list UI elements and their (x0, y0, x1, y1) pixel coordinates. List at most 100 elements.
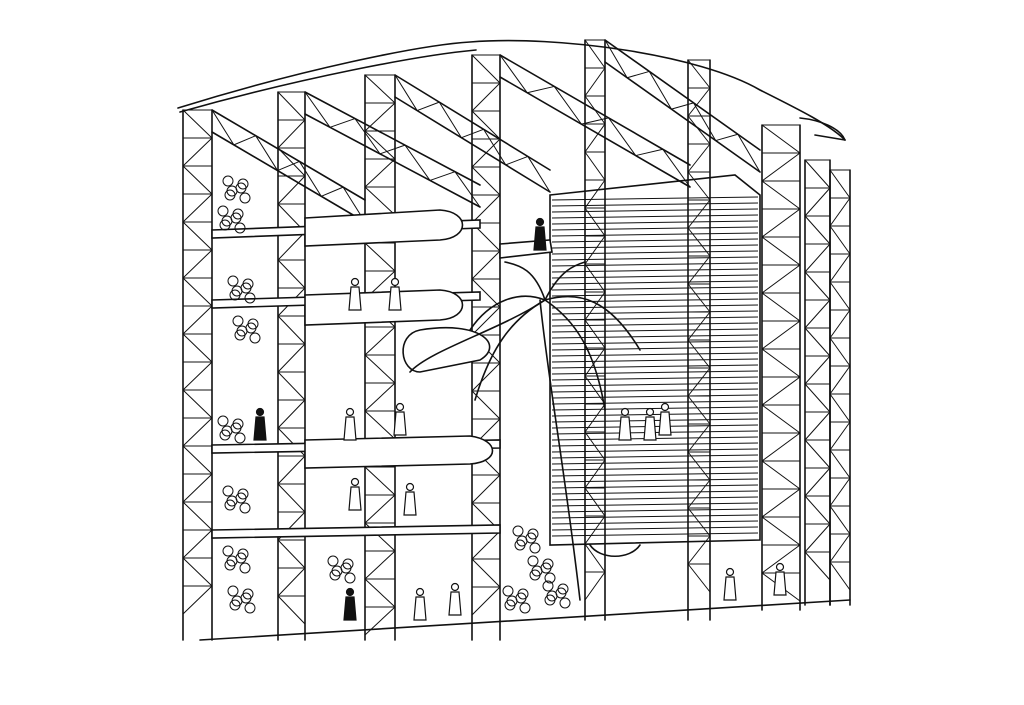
person-figure (348, 477, 362, 511)
truss-column (277, 91, 306, 641)
roof-arch (177, 39, 846, 141)
leaf-clump (546, 590, 558, 602)
louver-line (551, 454, 759, 459)
louver-line (551, 244, 759, 249)
louver-line (551, 532, 759, 537)
louver-line (551, 268, 759, 273)
leaf-clump (221, 425, 233, 437)
person-figure (253, 407, 267, 441)
leaf-clump (527, 555, 539, 567)
louver-line (551, 250, 759, 255)
leaf-clump (242, 588, 254, 600)
leaf-clump (222, 545, 234, 557)
louver-line (551, 196, 759, 201)
leaf-clump (222, 485, 234, 497)
louver-line (551, 238, 759, 243)
leaf-clump (342, 558, 354, 570)
person-figure (448, 582, 462, 616)
louver-line (551, 478, 759, 483)
leaf-clump (529, 569, 541, 581)
louver-line (551, 298, 759, 303)
person-figure (533, 217, 547, 251)
foliage (217, 175, 571, 614)
leaf-clump (517, 588, 529, 600)
leaf-clump (239, 502, 251, 514)
leaf-clump (527, 528, 539, 540)
leaf-clump (230, 422, 242, 434)
leaf-clump (506, 595, 518, 607)
leaf-clump (544, 594, 556, 606)
louver-line (551, 502, 759, 507)
leaf-clump (234, 222, 246, 234)
louver-line (551, 382, 759, 387)
leaf-clump (329, 569, 341, 581)
leaf-clump (559, 597, 571, 609)
louver-line (551, 508, 759, 513)
leaf-clump (525, 532, 537, 544)
person-figure (388, 277, 402, 311)
leaf-clump (540, 562, 552, 574)
leaf-clump (219, 429, 231, 441)
louver-line (551, 496, 759, 501)
leaf-clump (221, 215, 233, 227)
truss-column (687, 59, 711, 621)
louver-line (551, 442, 759, 447)
leaf-clump (504, 599, 516, 611)
person-figure (403, 482, 417, 516)
louver-line (551, 376, 759, 381)
leaf-clump (249, 332, 261, 344)
roof-truss (211, 109, 366, 223)
louver-line (551, 208, 759, 213)
leaf-clump (512, 525, 524, 537)
person-figure (658, 402, 672, 436)
leaf-clump (235, 182, 247, 194)
leaf-clump (232, 418, 244, 430)
louver-line (551, 448, 759, 453)
louver-line (551, 418, 759, 423)
leaf-clump (235, 492, 247, 504)
leaf-clump (224, 189, 236, 201)
louver-line (551, 214, 759, 219)
leaf-clump (234, 432, 246, 444)
louver-line (551, 388, 759, 393)
leaf-clump (327, 555, 339, 567)
leaf-clump (514, 539, 526, 551)
louver-line (551, 292, 759, 297)
leaf-clump (217, 205, 229, 217)
leaf-clump (240, 592, 252, 604)
leaf-clump (224, 499, 236, 511)
leaf-clump (557, 583, 569, 595)
truss-column (804, 159, 831, 606)
leaf-clump (232, 315, 244, 327)
person-figure (618, 407, 632, 441)
person-figure (348, 277, 362, 311)
roof-overhang (799, 117, 846, 141)
palm-tree (409, 261, 641, 601)
floor-slab (211, 524, 501, 539)
person-figure (343, 587, 357, 621)
leaf-clump (237, 548, 249, 560)
truss-columns (182, 39, 851, 641)
louver-line (551, 340, 759, 345)
leaf-clump (531, 565, 543, 577)
louver-line (551, 514, 759, 519)
roof-truss (394, 74, 551, 193)
leaf-clump (234, 329, 246, 341)
truss-column (829, 169, 851, 606)
truss-column (471, 54, 501, 641)
louver-line (551, 364, 759, 369)
leaf-clump (232, 208, 244, 220)
louver-line (551, 472, 759, 477)
person-figure (723, 567, 737, 601)
louver-line (551, 226, 759, 231)
leaf-clump (230, 212, 242, 224)
leaf-clump (542, 558, 554, 570)
roof-truss (604, 39, 761, 173)
leaf-clump (516, 535, 528, 547)
roof-truss (499, 54, 691, 188)
leaf-clump (226, 495, 238, 507)
roof-trusses (211, 39, 761, 223)
ground-line (199, 599, 851, 641)
leaf-clump (222, 175, 234, 187)
